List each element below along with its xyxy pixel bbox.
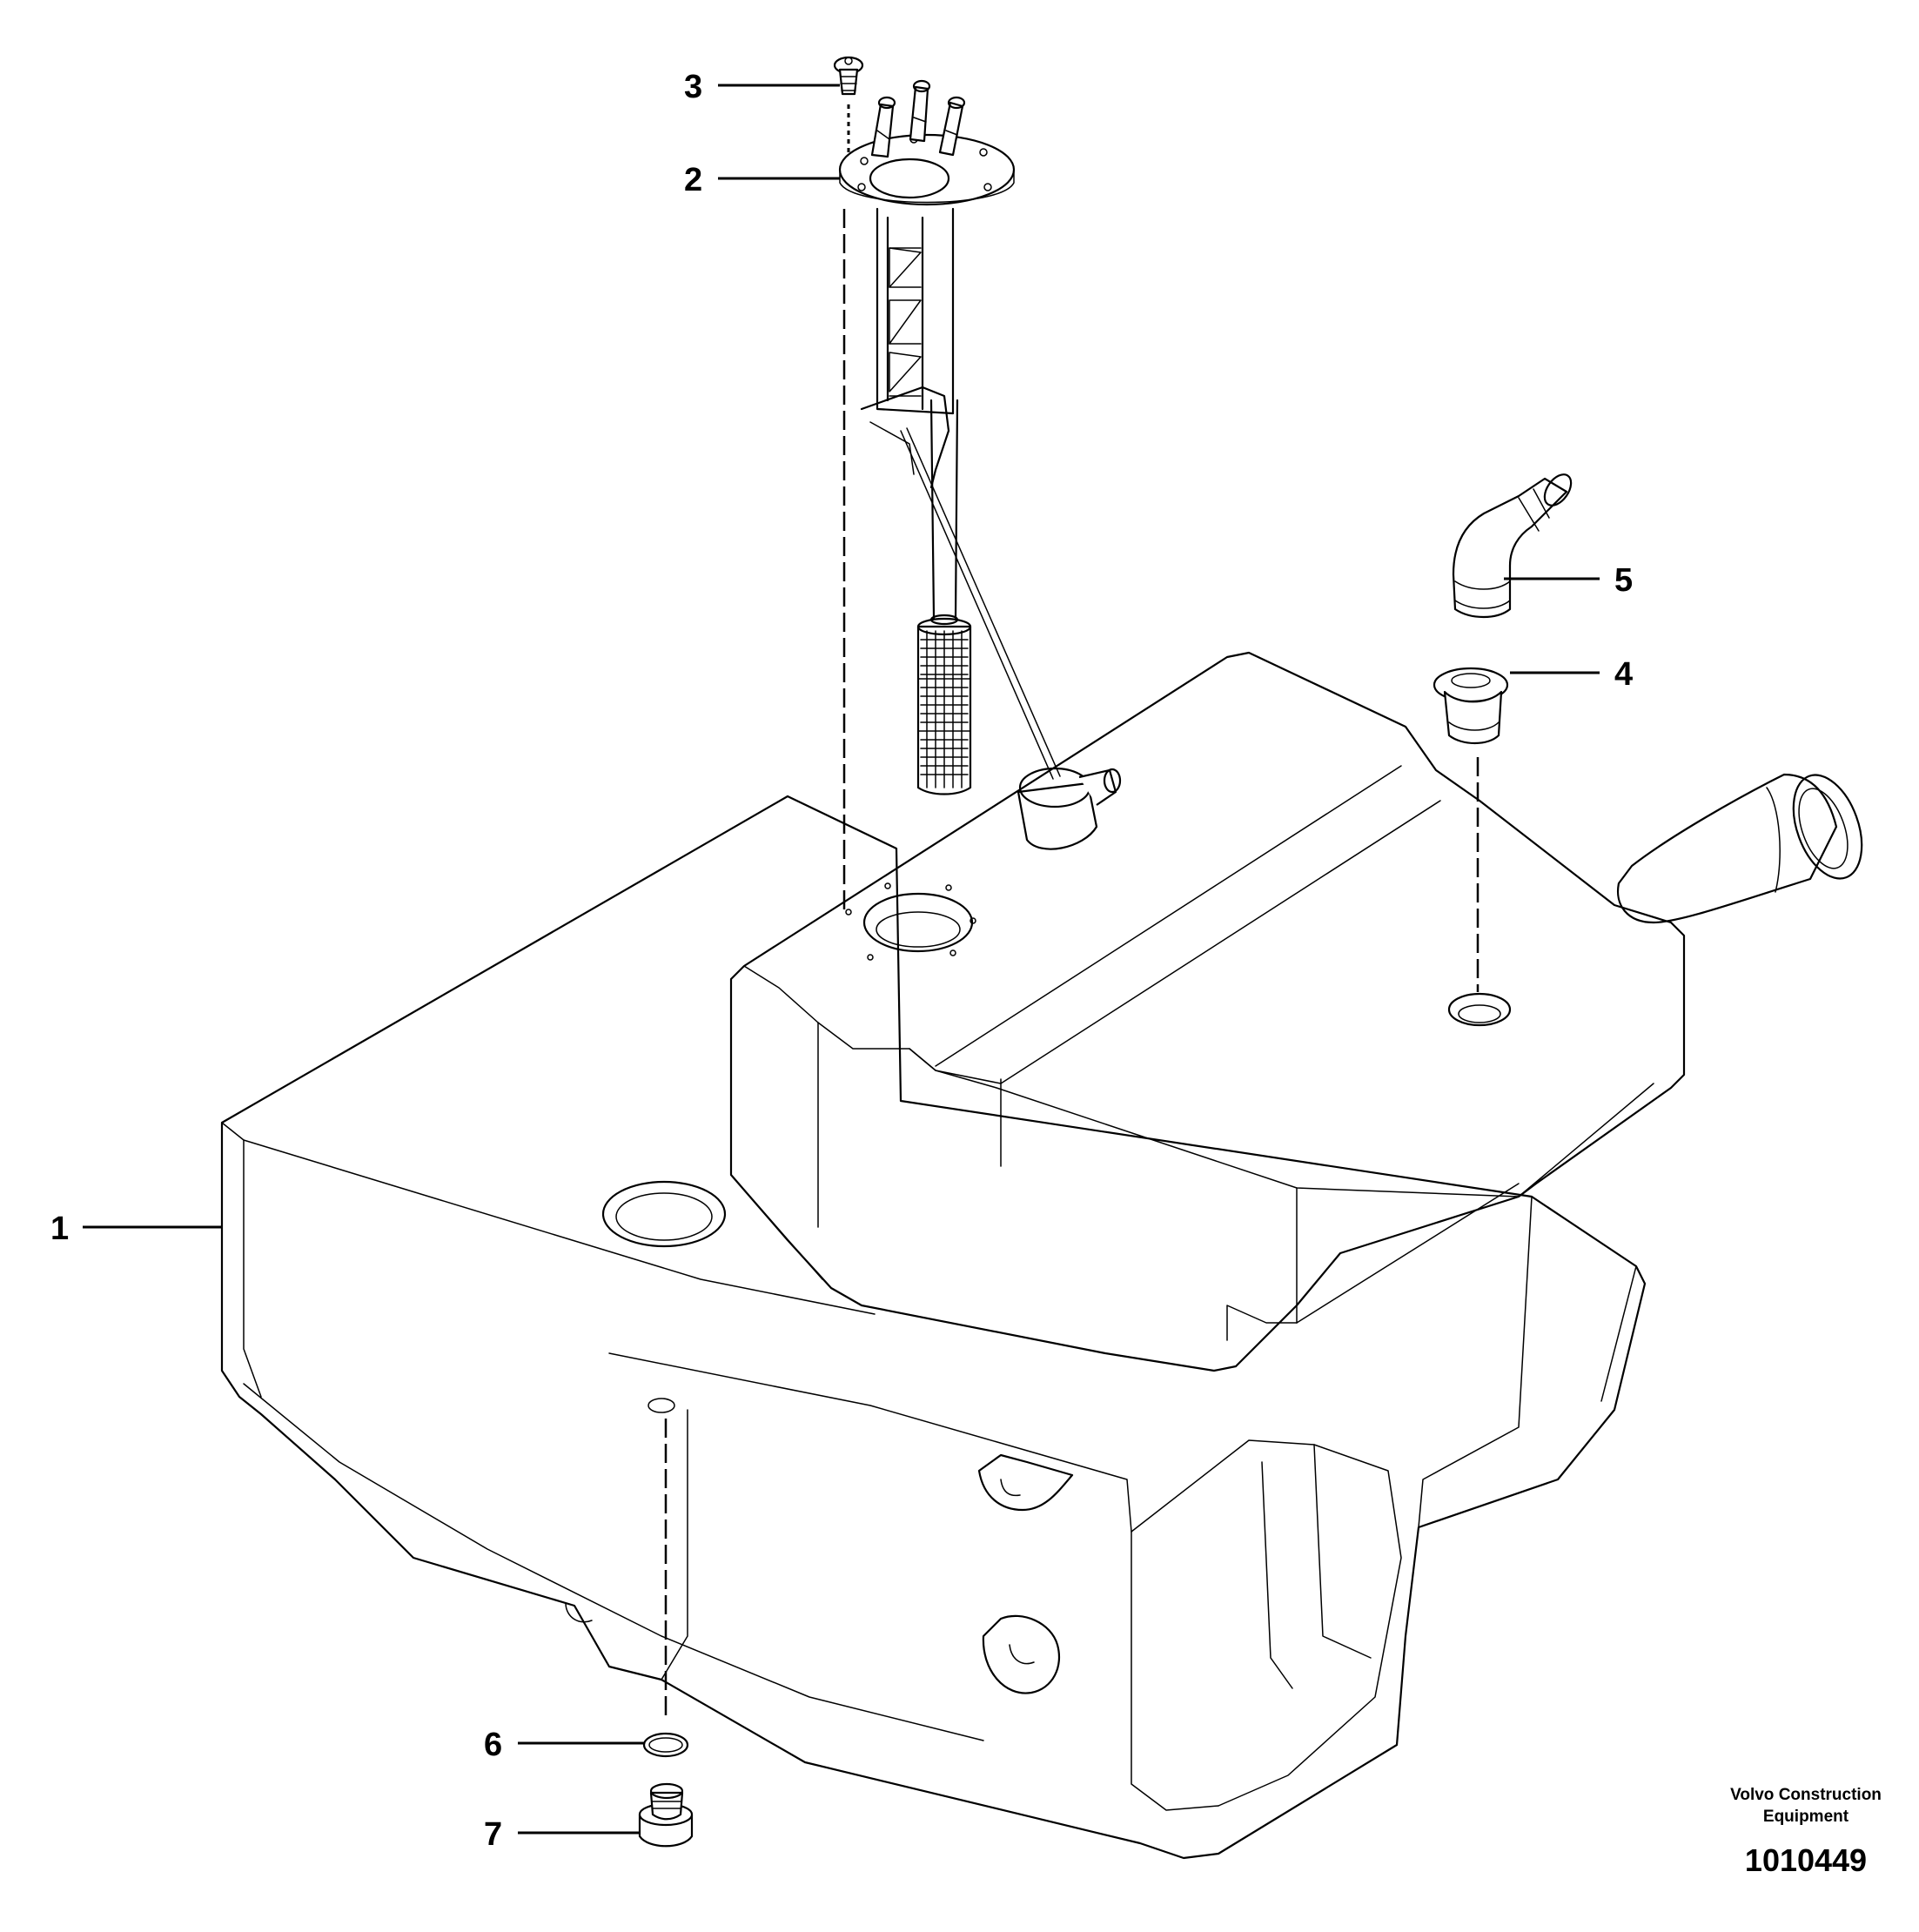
callout-6-label: 6 [484,1727,502,1763]
filler-neck [1616,773,1838,924]
fuel-level-sender [838,79,1122,850]
callout-1-label: 1 [50,1211,69,1247]
drain-plug [638,1782,694,1848]
company-name-line1: Volvo Construction [1730,1786,1882,1804]
callout-3-label: 3 [684,69,702,105]
company-name-line2: Equipment [1763,1808,1849,1826]
screw [833,56,864,96]
fuel-tank [220,651,1863,1860]
elbow-connector [1452,473,1573,618]
callout-5-label: 5 [1614,562,1633,599]
o-ring [642,1732,689,1758]
callout-4-label: 4 [1614,656,1633,693]
fuel-strainer [916,617,972,795]
float [1017,767,1122,850]
callout-2-label: 2 [684,162,702,198]
callout-7-label: 7 [484,1816,502,1853]
document-number: 1010449 [1745,1842,1867,1878]
tank-upper-body [729,651,1686,1372]
grommet [1433,667,1509,744]
tank-lower-body [220,795,1647,1860]
